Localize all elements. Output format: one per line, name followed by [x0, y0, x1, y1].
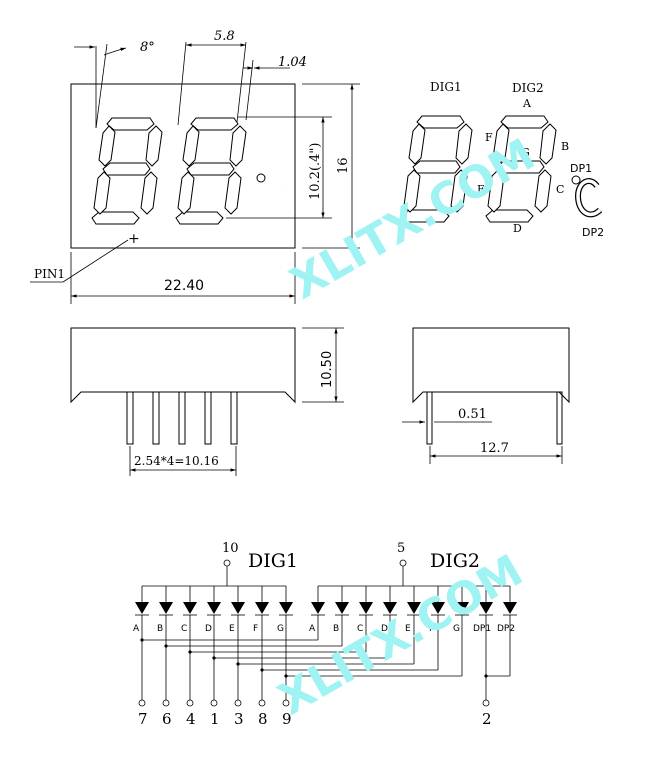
pin-number: 1: [210, 710, 220, 728]
led-label: E: [405, 624, 411, 634]
watermark-bottom: XLITX.COM: [270, 545, 531, 725]
seg-b-label: B: [561, 140, 569, 153]
pin-diameter-label: 0.51: [458, 407, 487, 422]
led-label: C: [181, 624, 187, 634]
led-diode-c: [183, 602, 197, 614]
dp1-label: DP1: [570, 162, 592, 175]
pin-number: 4: [186, 710, 196, 728]
segment-width-label: 5.8: [214, 29, 235, 44]
led-label: B: [157, 624, 163, 634]
seg-a-label: A: [522, 97, 532, 110]
dig2-label: DIG2: [512, 81, 544, 95]
led-label: F: [253, 624, 258, 634]
cathode-wires: [140, 622, 511, 700]
led-label: G: [277, 624, 284, 634]
side-height-label: 10.50: [320, 351, 335, 388]
segment-map: DIG1 DIG2 A B C D E F G DP1 DP2: [401, 80, 604, 239]
pin-terminal: [138, 699, 146, 707]
digit-height-label: 10.2(.4"): [308, 143, 323, 200]
led-row: [135, 586, 517, 622]
led-diode-c: [359, 602, 373, 614]
led-label: E: [229, 624, 235, 634]
pin-terminal: [186, 699, 194, 707]
angle-label: 8°: [140, 40, 155, 55]
dig1-label: DIG1: [430, 80, 462, 94]
side-view-depth: 0.51 12.7: [402, 327, 570, 464]
led-diode-dp2: [503, 602, 517, 614]
digit-2-segments: [175, 117, 247, 225]
led-diode-d: [383, 602, 397, 614]
seg-c-label: C: [556, 183, 564, 196]
pin1-label: PIN1: [34, 267, 65, 281]
led-label: G: [453, 624, 460, 634]
led-labels: A B C D E F G A B C D E F G DP1 DP2: [133, 624, 515, 634]
pin-terminal: [258, 699, 266, 707]
led-label: F: [429, 624, 434, 634]
dp-pin-number: 2: [482, 710, 492, 728]
dig1-title: DIG1: [248, 550, 298, 572]
seg-e-label: E: [477, 183, 485, 196]
led-label: B: [333, 624, 339, 634]
front-view: 8° 5.8 1.04 10.2(.4") 16 22.40 + PIN1: [30, 29, 360, 304]
led-diode-b: [159, 602, 173, 614]
seg-f-label: F: [485, 131, 493, 144]
led-diode-e: [231, 602, 245, 614]
dig2-title: DIG2: [430, 550, 480, 572]
dp-pin-terminal: [482, 699, 490, 707]
led-diode-g: [279, 602, 293, 614]
segment-offset-label: 1.04: [278, 55, 307, 70]
led-label: C: [357, 624, 363, 634]
led-diode-e: [407, 602, 421, 614]
pin-terminal: [234, 699, 242, 707]
seg-g-label: G: [521, 146, 530, 159]
pin-number: 7: [138, 710, 148, 728]
pin-terminal: [162, 699, 170, 707]
pin1-plus-mark: +: [128, 231, 140, 247]
led-label: A: [133, 624, 140, 634]
side-view-pins: 10.50 2.54*4=10.16: [70, 327, 344, 476]
led-label: DP2: [497, 624, 515, 634]
dp2-label: DP2: [582, 226, 604, 239]
led-diode-b: [335, 602, 349, 614]
digit-1-segments: [91, 117, 163, 225]
led-diode-g: [455, 602, 469, 614]
body-width-label: 22.40: [164, 278, 204, 294]
led-diode-a: [311, 602, 325, 614]
degree-dot: [256, 173, 266, 183]
led-label: DP1: [473, 624, 491, 634]
led-diode-f: [255, 602, 269, 614]
body-height-label: 16: [336, 157, 351, 174]
pin-number: 9: [282, 710, 292, 728]
led-label: D: [381, 624, 388, 634]
dig2-common-pin: 5: [397, 541, 405, 556]
led-label: D: [205, 624, 212, 634]
pin-pitch-label: 2.54*4=10.16: [134, 454, 219, 468]
pin-number: 6: [162, 710, 172, 728]
display-body-outline: [70, 83, 296, 249]
dig1-common-pin: 10: [222, 541, 239, 556]
led-diode-dp1: [479, 602, 493, 614]
led-diode-d: [207, 602, 221, 614]
pin-terminal: [282, 699, 290, 707]
led-label: A: [309, 624, 316, 634]
side-depth-label: 12.7: [480, 441, 509, 456]
pin-terminal: [210, 699, 218, 707]
led-diode-f: [431, 602, 445, 614]
pin-number: 3: [234, 710, 244, 728]
seg-d-label: D: [513, 222, 522, 235]
led-diode-a: [135, 602, 149, 614]
pin-number: 8: [258, 710, 268, 728]
